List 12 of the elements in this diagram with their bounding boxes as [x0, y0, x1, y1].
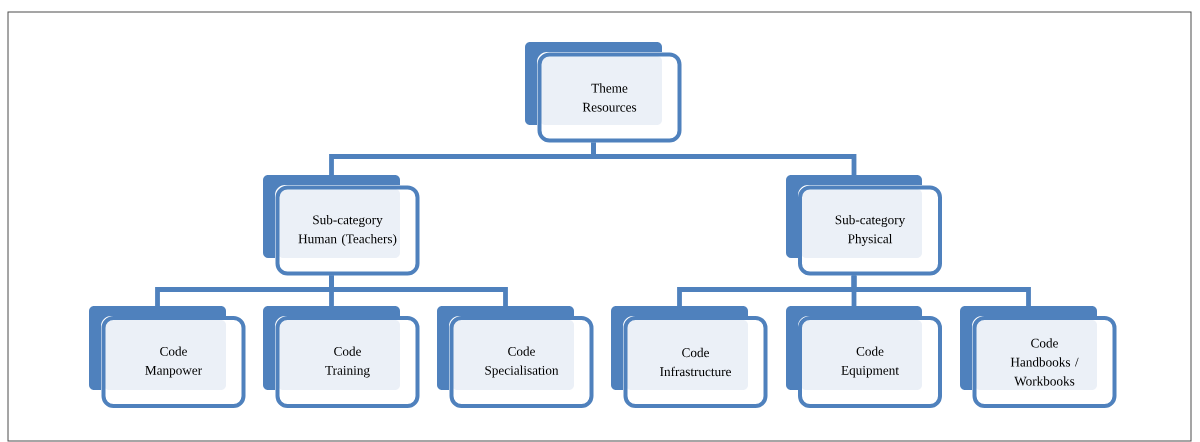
process-box: Code Specialisation	[437, 306, 594, 408]
process-box: Code Handbooks / Workbooks	[960, 306, 1117, 408]
process-box: Theme Resources	[525, 42, 682, 143]
process-box: Code Infrastructure	[611, 306, 768, 408]
process-box: Code Training	[263, 306, 420, 408]
process-box: Code Manpower	[89, 306, 246, 408]
connector-line	[329, 275, 508, 306]
process-box: Code Equipment	[786, 306, 942, 408]
process-box: Sub-category Human (Teachers)	[263, 175, 420, 276]
connector-line	[851, 275, 1031, 306]
connector-line	[591, 142, 857, 176]
process-box: Sub-category Physical	[786, 175, 942, 276]
